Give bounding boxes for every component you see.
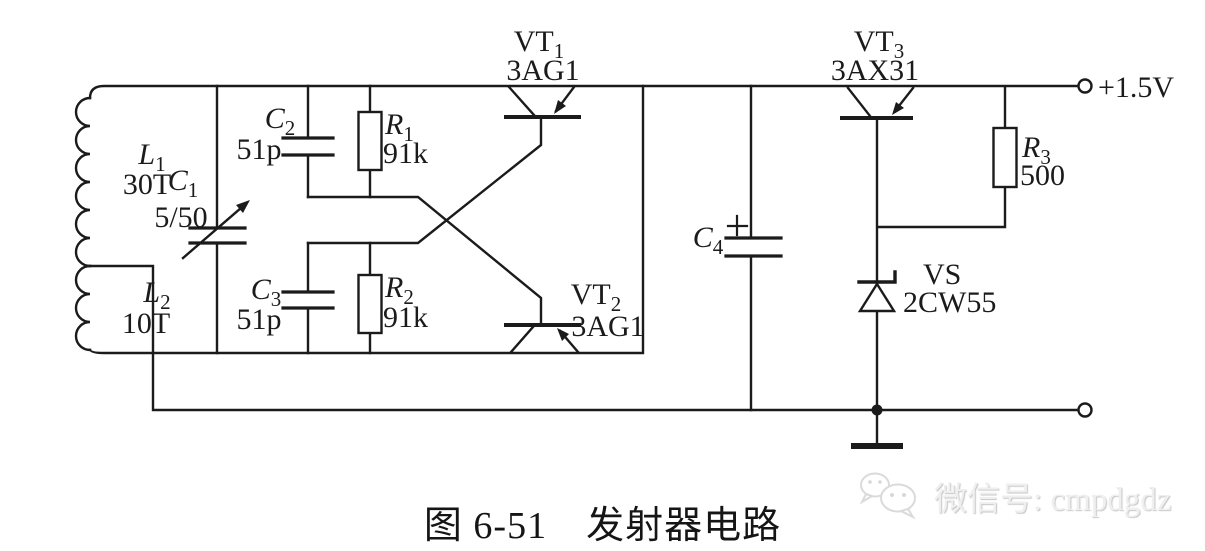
resistor-R1-body [357, 110, 383, 172]
VT1-sub: 1 [554, 39, 565, 63]
C1-arrow-shaft [181, 206, 243, 260]
inductor-L1 [74, 96, 92, 268]
wire-R3-leads [876, 85, 1007, 229]
VT3-emitter-arrow [892, 102, 904, 115]
wire-upper-coupling [306, 195, 543, 326]
wechat-icon [859, 472, 916, 520]
wechat-eye [878, 480, 882, 484]
capacitor-C2 [281, 136, 335, 157]
VT2-sym: VT [571, 278, 611, 311]
wire-top-rail [88, 84, 1080, 100]
value-R3: 500 [1020, 159, 1065, 192]
R3-sym: R [1021, 131, 1040, 164]
transistor-VT3 [840, 86, 915, 120]
C4-sym: C [693, 221, 714, 254]
VT1-sym: VT [514, 25, 554, 58]
C1-sub: 1 [188, 178, 199, 202]
R3-sub: 3 [1040, 145, 1051, 169]
terminal-positive [1077, 78, 1093, 94]
L2-sub: 2 [160, 290, 171, 314]
value-L2: 10T [122, 307, 170, 340]
zener-diode-VS [857, 270, 897, 313]
supply-voltage-label: +1.5V [1098, 71, 1174, 104]
C4-sub: 4 [713, 235, 724, 259]
value-VT2: 3AG1 [571, 310, 644, 343]
wechat-eye [890, 493, 894, 497]
value-C1: 5/50 [154, 201, 207, 234]
label-C3: C3 [251, 273, 282, 311]
label-VT1: VT1 [514, 25, 565, 63]
value-C3: 51p [237, 303, 282, 336]
capacitor-C4-electrolytic [724, 214, 783, 258]
C2-sub: 2 [285, 116, 296, 140]
wire-lower-coupling [306, 116, 543, 245]
VS-cathode-bar [857, 270, 897, 284]
label-VS: VS [923, 258, 961, 291]
labels: L1 30T L2 10T C1 5/50 C2 51p C3 51p R1 9… [122, 25, 1175, 343]
C4-polarity-plus-icon [726, 214, 749, 237]
resistor-R2-body [357, 273, 383, 335]
wechat-bubble-large [880, 483, 916, 513]
value-VT1: 3AG1 [506, 54, 579, 87]
VT1-collector-lead [507, 85, 536, 117]
value-L1: 30T [123, 168, 171, 201]
junction-dot [871, 404, 883, 416]
VT2-emitter-arrow [557, 328, 569, 341]
label-L2: L2 [142, 276, 170, 314]
wechat-bubble-small-tail [859, 492, 875, 505]
inductor-L2 [74, 264, 92, 352]
C2-sym: C [265, 102, 286, 135]
capacitor-C1-variable [181, 200, 250, 260]
VT3-collector-lead [846, 86, 872, 118]
VT2-collector-lead [509, 325, 535, 354]
wechat-bubble-small [860, 472, 890, 498]
label-C1: C1 [168, 164, 199, 202]
label-L1: L1 [137, 138, 165, 176]
C1-sym: C [168, 164, 189, 197]
VT1-emitter-arrow [554, 100, 566, 114]
R2-sym: R [384, 271, 403, 304]
value-R2: 91k [383, 301, 428, 334]
value-VT3: 3AX31 [831, 54, 919, 87]
VS-anode-triangle [857, 281, 897, 313]
C3-sub: 3 [271, 287, 282, 311]
C1-arrow-head [236, 200, 250, 213]
L1-sub: 1 [155, 152, 166, 176]
label-C2: C2 [265, 102, 296, 140]
VT3-sym: VT [854, 25, 894, 58]
label-R1: R1 [384, 108, 414, 146]
wire-tap-and-bottom-rail [88, 264, 1080, 412]
value-C2: 51p [237, 133, 282, 166]
coil-L1-winding [74, 96, 92, 268]
label-VT2: VT2 [571, 278, 622, 316]
VT2-sub: 2 [611, 292, 622, 316]
value-VS: 2CW55 [903, 286, 996, 319]
transistor-VT2 [504, 323, 581, 354]
value-R1: 91k [383, 137, 428, 170]
label-VT3: VT3 [854, 25, 905, 63]
transistor-VT1 [504, 85, 581, 119]
L2-sym: L [142, 276, 160, 309]
coil-L2-winding [74, 264, 92, 352]
label-C4: C4 [693, 221, 724, 259]
wechat-bubble-large-tail [898, 507, 916, 520]
wechat-eye [868, 480, 872, 484]
label-R3: R3 [1021, 131, 1051, 169]
L1-sym: L [137, 138, 155, 171]
VT3-sub: 3 [894, 39, 905, 63]
resistor-R3-body [992, 126, 1018, 189]
R2-sub: 2 [403, 285, 414, 309]
watermark: 微信号: cmpdgdz [858, 470, 1171, 522]
R1-sym: R [384, 108, 403, 141]
capacitor-C3 [281, 290, 335, 310]
wechat-eye [902, 493, 906, 497]
C3-sym: C [251, 273, 272, 306]
R1-sub: 1 [403, 122, 414, 146]
figure-caption: 图 6-51 发射器电路 [423, 505, 782, 547]
watermark-text: 微信号: cmpdgdz [934, 482, 1172, 518]
terminal-negative [1077, 402, 1093, 418]
label-R2: R2 [384, 271, 414, 309]
resistors [357, 110, 1018, 335]
